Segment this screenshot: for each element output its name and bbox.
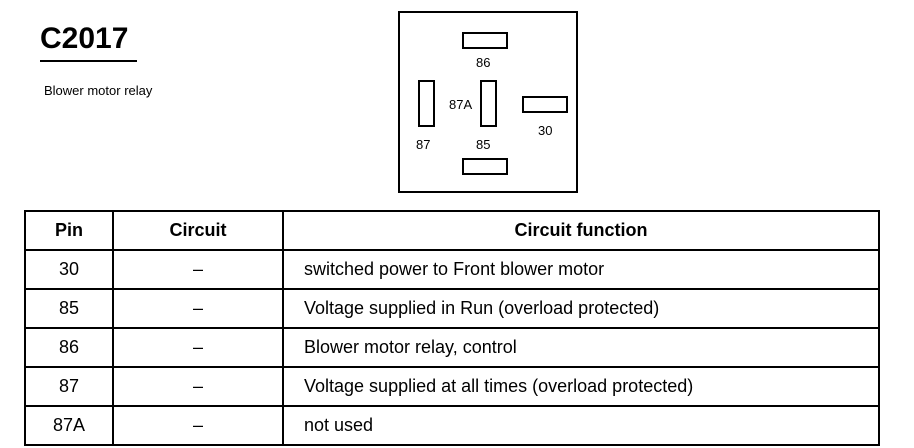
circuit-cell: –	[112, 249, 284, 290]
circuit-cell: –	[112, 288, 284, 329]
connector-description: Blower motor relay	[44, 83, 153, 98]
pin-cell: 30	[24, 249, 114, 290]
function-cell: Blower motor relay, control	[282, 327, 880, 368]
column-header-circuit-function: Circuit function	[282, 210, 880, 251]
function-cell: switched power to Front blower motor	[282, 249, 880, 290]
pin-terminal-85	[462, 158, 508, 175]
pin-cell: 87A	[24, 405, 114, 446]
pin-cell: 87	[24, 366, 114, 407]
connector-id: C2017	[40, 22, 129, 55]
pin-label-87: 87	[416, 137, 431, 152]
function-cell: Voltage supplied at all times (overload …	[282, 366, 880, 407]
table-row: 87 – Voltage supplied at all times (over…	[24, 366, 880, 407]
pin-terminal-30	[522, 96, 568, 113]
table-row: 87A – not used	[24, 405, 880, 446]
circuit-cell: –	[112, 327, 284, 368]
pin-terminal-87a	[480, 80, 497, 127]
pinout-table: Pin Circuit Circuit function 30 – switch…	[24, 210, 880, 446]
pin-terminal-86	[462, 32, 508, 49]
title-underline	[40, 60, 137, 62]
pin-cell: 86	[24, 327, 114, 368]
column-header-circuit: Circuit	[112, 210, 284, 251]
function-cell: not used	[282, 405, 880, 446]
circuit-cell: –	[112, 366, 284, 407]
table-row: 30 – switched power to Front blower moto…	[24, 249, 880, 290]
pin-label-30: 30	[538, 123, 553, 138]
circuit-cell: –	[112, 405, 284, 446]
pin-label-85: 85	[476, 137, 491, 152]
pin-label-86: 86	[476, 55, 491, 70]
pin-cell: 85	[24, 288, 114, 329]
function-cell: Voltage supplied in Run (overload protec…	[282, 288, 880, 329]
pin-terminal-87	[418, 80, 435, 127]
table-row: 86 – Blower motor relay, control	[24, 327, 880, 368]
connector-face-diagram: 86 87 87A 30 85	[398, 11, 578, 193]
column-header-pin: Pin	[24, 210, 114, 251]
table-header-row: Pin Circuit Circuit function	[24, 210, 880, 251]
table-row: 85 – Voltage supplied in Run (overload p…	[24, 288, 880, 329]
pin-label-87a: 87A	[449, 97, 473, 112]
